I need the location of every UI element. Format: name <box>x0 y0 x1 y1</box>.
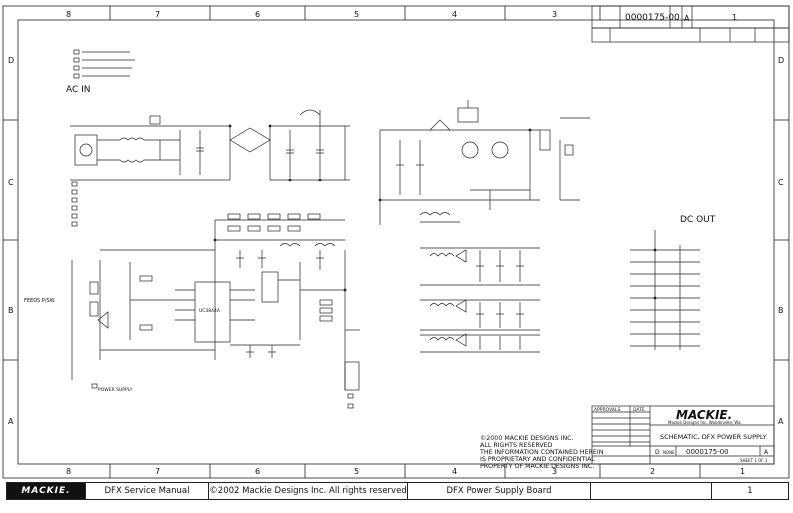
legal-line-4: IS PROPRIETARY AND CONFIDENTIAL <box>480 456 595 463</box>
inner-border <box>17 19 775 465</box>
revision-block <box>591 5 790 43</box>
title-block <box>591 405 775 465</box>
col-bottom-3: 3 <box>552 467 557 476</box>
col-top-4: 4 <box>452 10 457 19</box>
row-right-c: C <box>778 178 784 187</box>
row-right-b: B <box>778 306 784 315</box>
schematic-circuit <box>70 49 700 409</box>
legal-line-5: PROPERTY OF MACKIE DESIGNS INC. <box>480 463 594 470</box>
mackie-brand: MACKIE. <box>676 408 732 422</box>
drawing-number: 0000175-00 <box>686 448 729 456</box>
col-top-8: 8 <box>66 10 71 19</box>
row-left-d: D <box>8 56 14 65</box>
size-value: D <box>655 449 660 456</box>
schematic-drawing: 0000175-00 A 1 8 7 6 5 4 3 8 7 6 5 4 3 2… <box>2 5 790 479</box>
sheet-tab-top: 1 <box>732 13 737 22</box>
col-top-7: 7 <box>155 10 160 19</box>
sheet-count: SHEET 1 OF 1 <box>740 458 768 463</box>
revision-top: A <box>684 14 690 23</box>
row-left-c: C <box>8 178 14 187</box>
brand-subtitle: Mackie Designs Inc. Woodinville, Wa. <box>668 420 742 425</box>
legal-line-2: ALL RIGHTS RESERVED <box>480 442 553 449</box>
revision-letter: A <box>764 449 769 456</box>
approvals-label: APPROVALS <box>594 407 620 413</box>
dc-out-label: DC OUT <box>680 215 716 225</box>
col-top-6: 6 <box>255 10 260 19</box>
footer-logo: MACKIE. <box>7 483 86 499</box>
drawing-number-top: 0000175-00 <box>625 13 680 23</box>
component-dots <box>213 124 657 300</box>
row-right-d: D <box>778 56 784 65</box>
feeds-label: FEEDS P/SW <box>24 298 55 304</box>
ic-label: UC3844A <box>199 308 221 314</box>
legal-notice: ©2000 MACKIE DESIGNS INC. ALL RIGHTS RES… <box>479 434 604 470</box>
ac-in-label: AC IN <box>66 85 91 95</box>
col-bottom-8: 8 <box>66 467 71 476</box>
col-bottom-7: 7 <box>155 467 160 476</box>
power-supply-note: POWER SUPPLY <box>98 387 133 393</box>
col-bottom-2: 2 <box>650 467 655 476</box>
page-footer: MACKIE. DFX Service Manual ©2002 Mackie … <box>6 482 789 500</box>
footer-board-name: DFX Power Supply Board <box>408 483 591 499</box>
footer-blank-cell <box>591 483 712 499</box>
scale-value: NONE <box>663 450 675 455</box>
legal-line-1: ©2000 MACKIE DESIGNS INC. <box>480 434 574 442</box>
row-right-a: A <box>778 417 784 426</box>
legal-line-3: THE INFORMATION CONTAINED HEREIN <box>479 449 604 456</box>
col-top-5: 5 <box>354 10 359 19</box>
col-bottom-5: 5 <box>354 467 359 476</box>
col-bottom-1: 1 <box>740 467 745 476</box>
footer-manual-title: DFX Service Manual <box>86 483 209 499</box>
col-top-3: 3 <box>552 10 557 19</box>
drawing-title: SCHEMATIC, DFX POWER SUPPLY <box>660 433 767 441</box>
col-bottom-4: 4 <box>452 467 457 476</box>
col-bottom-6: 6 <box>255 467 260 476</box>
footer-page-number: 1 <box>747 486 753 496</box>
row-left-a: A <box>8 417 14 426</box>
row-left-b: B <box>8 306 14 315</box>
footer-copyright: ©2002 Mackie Designs Inc. All rights res… <box>209 483 408 499</box>
outer-border <box>2 5 790 479</box>
date-label: DATE <box>633 407 645 413</box>
